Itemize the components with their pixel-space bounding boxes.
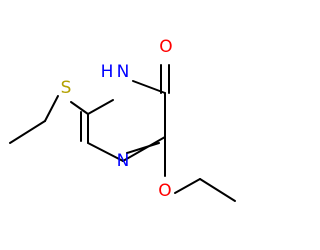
molecule-structure: O H N S N O: [9, 37, 236, 202]
bond-c5-c6-double-outer: [122, 136, 166, 162]
bond-ch2-ch3: [9, 120, 46, 144]
atom-hydrogen-nh: H: [101, 62, 114, 82]
bond-c2-n3: [87, 99, 114, 115]
atom-nitrogen-nh: N: [117, 62, 130, 82]
atom-oxygen-carbonyl: O: [159, 37, 172, 57]
bond-c2-s: [70, 101, 89, 115]
atom-oxygen-ether: O: [158, 181, 171, 201]
molecule-diagram: O H N S N O: [9, 37, 236, 202]
atom-nitrogen-ring: N: [117, 151, 130, 171]
bond-c6-n1: [87, 142, 124, 162]
bond-ch2-ch3-ethoxy: [199, 178, 236, 202]
atom-sulfur: S: [61, 78, 72, 98]
bond-c5-c6-double-inner: [126, 142, 160, 154]
bond-s-ch2: [44, 95, 59, 122]
bond-n3-c4: [132, 80, 166, 94]
bond-o-ch2: [174, 178, 201, 194]
